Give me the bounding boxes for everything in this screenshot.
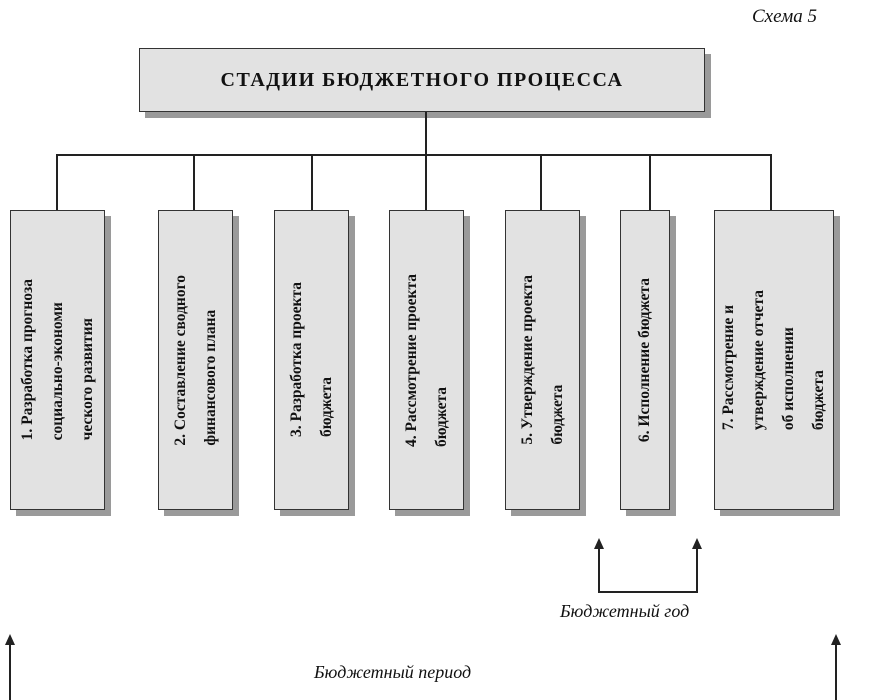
budget-year-bracket-bottom [598,591,698,593]
stage-label-3: 3. Разработка проекта бюджета [287,282,335,438]
budget-year-bracket-right [696,548,698,592]
stage-label-5: 5. Утверждение проекта бюджета [518,275,566,445]
stage-connector-6 [649,155,651,210]
stage-connector-1 [56,155,58,210]
stage-connector-4 [425,155,427,210]
budget-period-label: Бюджетный период [314,662,472,682]
stage-connector-2 [193,155,195,210]
stage-connector-3 [311,155,313,210]
stage-label-2: 2. Составление сводного финансового план… [171,274,219,446]
stage-connector-5 [540,155,542,210]
stage-box-5: 5. Утверждение проекта бюджета [505,210,580,510]
stage-connector-7 [770,155,772,210]
title-stem [425,112,427,156]
stage-box-4: 4. Рассмотрение проекта бюджета [389,210,464,510]
diagram-title: СТАДИИ БЮДЖЕТНОГО ПРОЦЕССА [220,68,624,91]
stage-box-3: 3. Разработка проекта бюджета [274,210,349,510]
budget-year-arrow-left [594,538,604,549]
stage-label-4: 4. Рассмотрение проекта бюджета [402,273,450,447]
title-box: СТАДИИ БЮДЖЕТНОГО ПРОЦЕССА [139,48,705,112]
stage-label-6: 6. Исполнение бюджета [636,277,653,443]
budget-period-line-left [9,644,11,700]
budget-year-bracket-left [598,548,600,592]
budget-period-arrow-right [831,634,841,645]
budget-year-label: Бюджетный год [560,601,690,621]
stage-box-2: 2. Составление сводного финансового план… [158,210,233,510]
horizontal-connector [56,154,772,156]
budget-period-line-right [835,644,837,700]
budget-year-arrow-right [692,538,702,549]
stage-label-1: 1. Разработка прогноза социально-экономи… [18,279,96,441]
stage-label-7: 7. Рассмотрение и утверждение отчета об … [720,289,827,431]
stage-box-7: 7. Рассмотрение и утверждение отчета об … [714,210,834,510]
budget-period-arrow-left [5,634,15,645]
stage-box-1: 1. Разработка прогноза социально-экономи… [10,210,105,510]
scheme-label: Схема 5 [752,6,817,27]
stage-box-6: 6. Исполнение бюджета [620,210,670,510]
